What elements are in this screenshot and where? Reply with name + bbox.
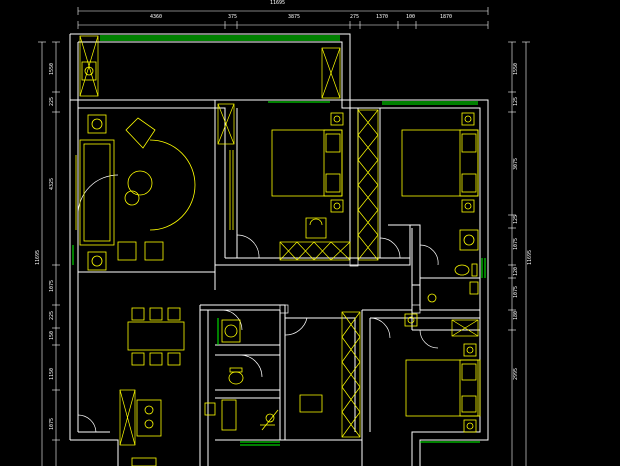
columns	[279, 257, 421, 314]
cabinets	[79, 35, 479, 446]
doors	[77, 174, 439, 433]
left-dimension-line	[38, 41, 60, 466]
top-total-dimension: 11695	[270, 0, 285, 6]
walls	[69, 33, 489, 466]
right-total-dimension: 11695	[527, 250, 533, 265]
left-total-dimension: 11695	[35, 250, 41, 265]
master-bedroom-furniture	[229, 112, 344, 239]
kitchen-fixtures	[81, 61, 162, 466]
right-dim-5: 1075	[513, 238, 519, 250]
left-dim-2: 225	[49, 97, 55, 106]
third-bedroom-furniture	[299, 313, 481, 433]
living-room-furniture	[75, 114, 196, 271]
right-dim-9: 2995	[513, 368, 519, 380]
dining-set	[127, 307, 185, 366]
right-dim-1: 1550	[513, 63, 519, 75]
windows	[72, 35, 486, 446]
top-dim-6: 100	[406, 14, 415, 20]
right-dim-2: 125	[513, 97, 519, 106]
right-dim-6: 120	[513, 267, 519, 276]
top-dim-4: 275	[350, 14, 359, 20]
left-dim-7: 1150	[49, 368, 55, 380]
right-dimension-line	[508, 41, 530, 466]
left-dim-8: 1075	[49, 418, 55, 430]
left-dim-3: 4325	[49, 178, 55, 190]
left-dim-5: 225	[49, 311, 55, 320]
top-dim-2: 375	[228, 14, 237, 20]
second-bedroom-furniture	[401, 112, 479, 213]
top-dim-7: 1870	[440, 14, 452, 20]
right-dim-3: 3075	[513, 158, 519, 170]
left-dim-6: 150	[49, 331, 55, 340]
right-dim-8: 180	[513, 311, 519, 320]
top-dim-1: 4360	[150, 14, 162, 20]
top-dim-3: 3875	[288, 14, 300, 20]
left-dim-1: 1550	[49, 63, 55, 75]
right-dim-4: 125	[513, 215, 519, 224]
bathroom-fixtures	[204, 229, 479, 431]
top-dim-5: 1370	[376, 14, 388, 20]
top-dimension-line	[77, 7, 489, 29]
right-dim-7: 1075	[513, 286, 519, 298]
left-dim-4: 1075	[49, 280, 55, 292]
